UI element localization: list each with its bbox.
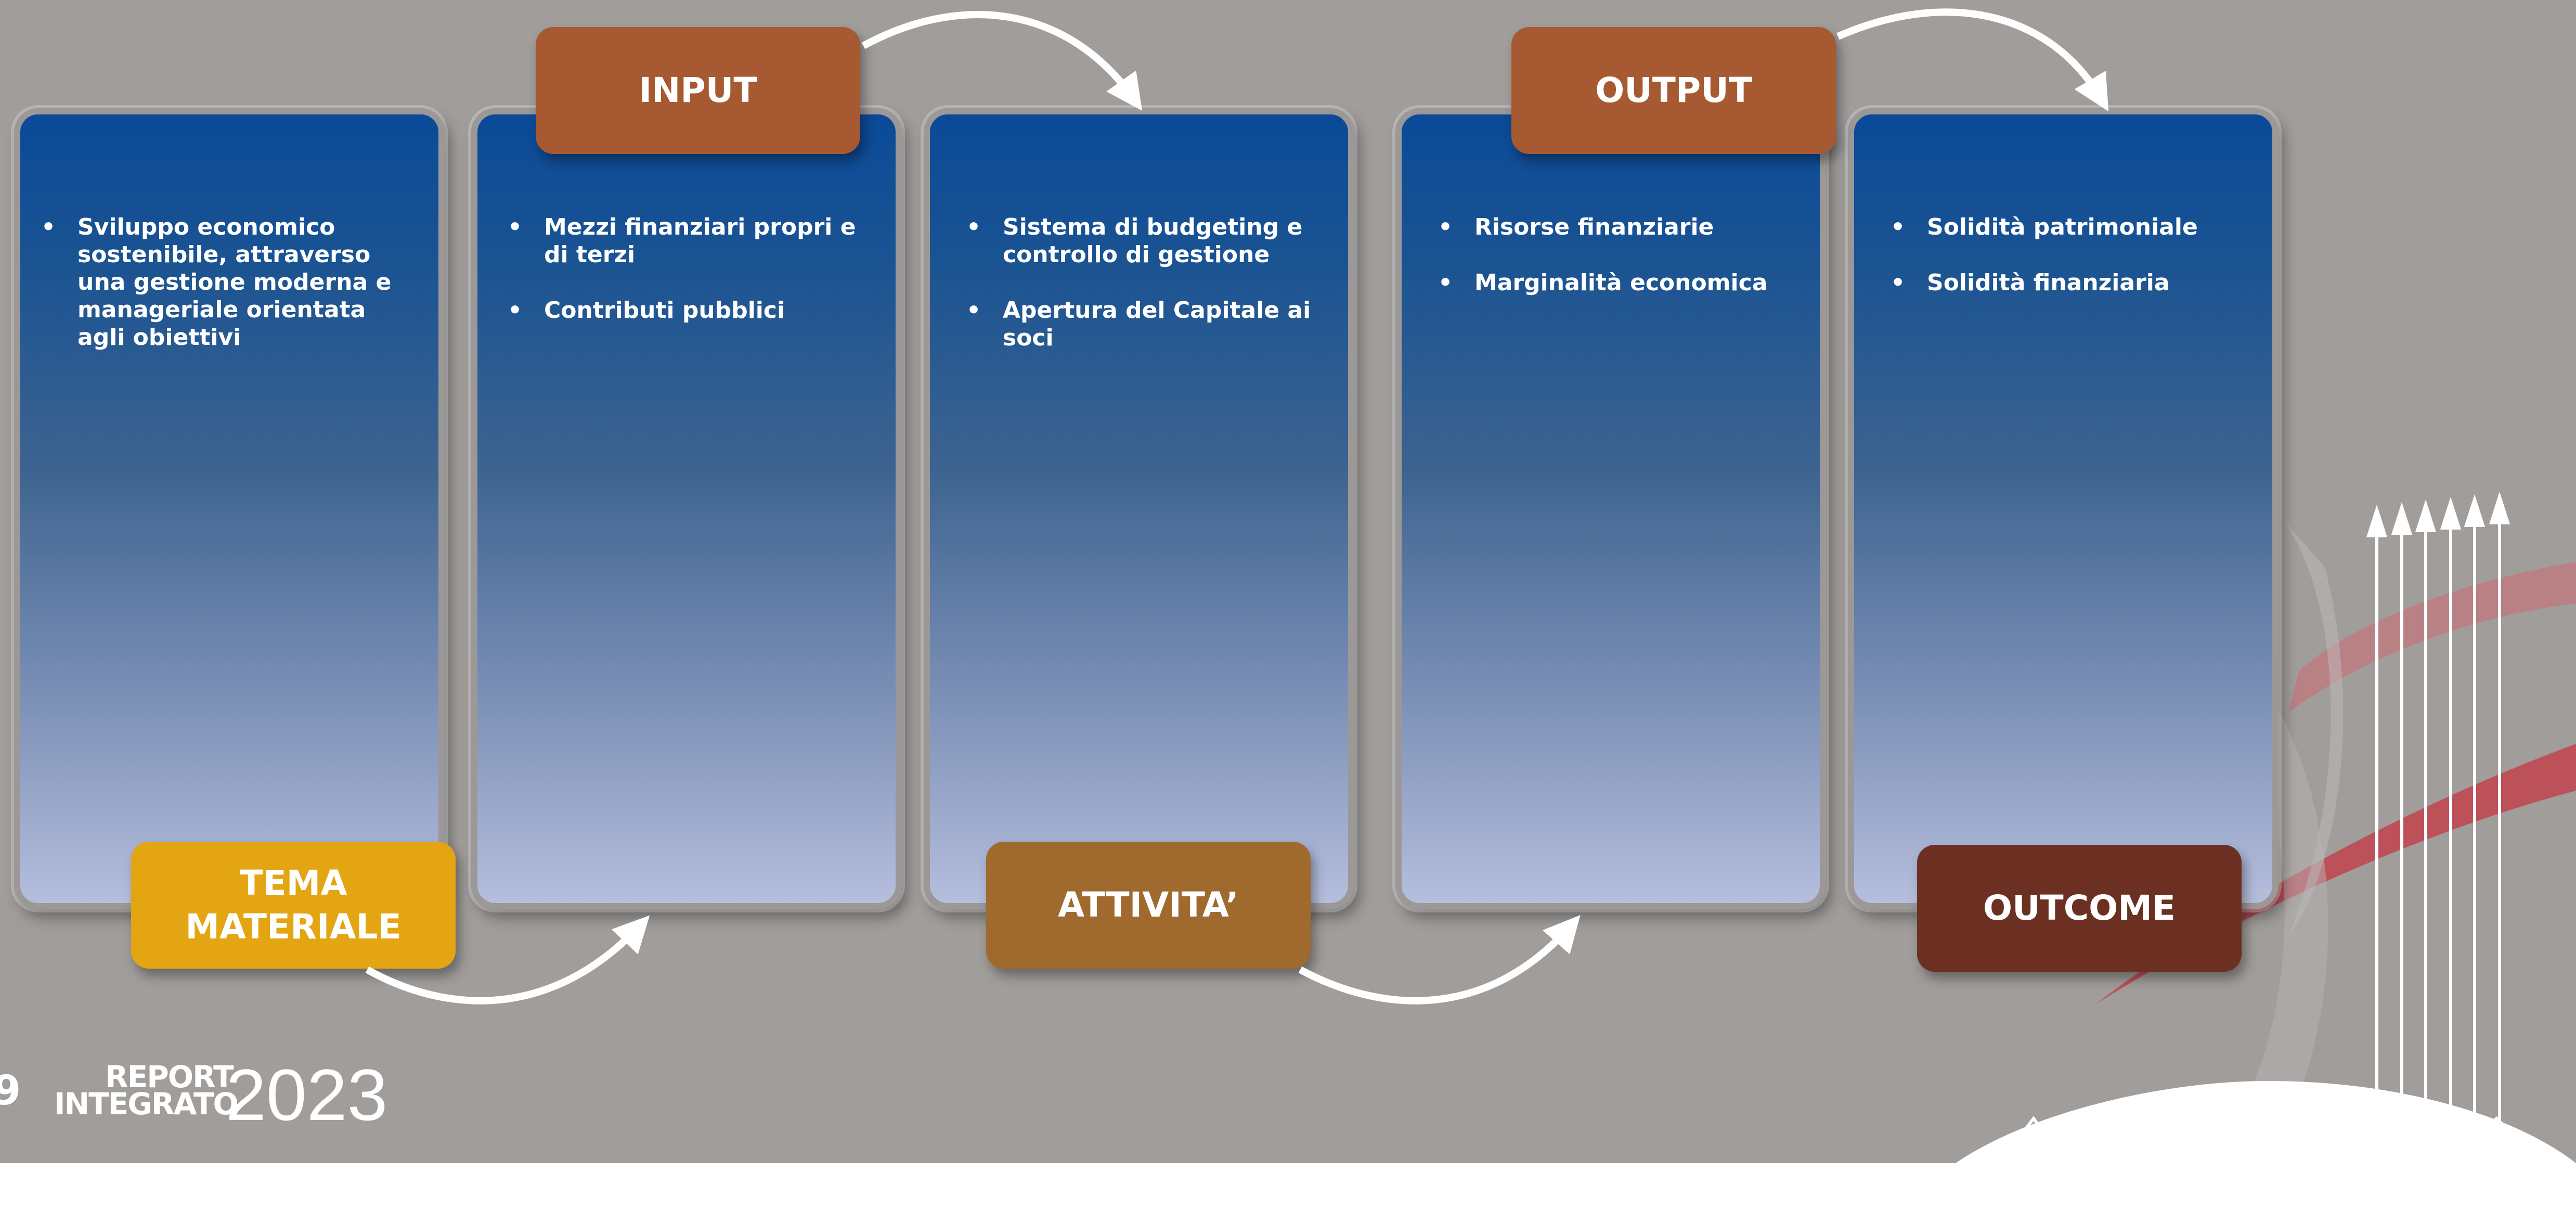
column-outcome: Solidità patrimoniale Solidità finanziar… [1848, 108, 2279, 909]
list-item: Solidità finanziaria [1891, 269, 2251, 297]
list-item: Marginalità economica [1438, 269, 1799, 297]
curved-arrow-icon [365, 915, 650, 1005]
logo-integrato-text: INTEGRATO [54, 1086, 239, 1122]
list-item: Sviluppo economico sostenibile, attraver… [41, 213, 418, 351]
input-tag: INPUT [536, 27, 860, 154]
column-tema-list: Sviluppo economico sostenibile, attraver… [41, 213, 418, 379]
curved-arrow-icon [861, 11, 1143, 111]
list-item: Contributi pubblici [508, 297, 875, 324]
list-item: Solidità patrimoniale [1891, 213, 2251, 241]
column-output: Risorse finanziarie Marginalità economic… [1395, 108, 1826, 909]
column-input-list: Mezzi finanziari propri e di terzi Contr… [508, 213, 875, 352]
outcome-tag-label: OUTCOME [1983, 888, 2176, 928]
tema-materiale-tag: TEMA MATERIALE [131, 842, 456, 969]
input-tag-label: INPUT [639, 70, 757, 110]
column-attivita-list: Sistema di budgeting e controllo di gest… [966, 213, 1327, 380]
column-attivita: Sistema di budgeting e controllo di gest… [924, 108, 1354, 909]
column-tema-materiale: Sviluppo economico sostenibile, attraver… [14, 108, 445, 909]
tema-tag-line2: MATERIALE [185, 907, 402, 947]
curved-arrow-icon [1298, 915, 1581, 1005]
logo-year-text: 2023 [226, 1054, 388, 1136]
logo-report-text: REPORT [105, 1059, 234, 1095]
list-item: Sistema di budgeting e controllo di gest… [966, 213, 1327, 268]
column-outcome-list: Solidità patrimoniale Solidità finanziar… [1891, 213, 2251, 325]
attivita-tag: ATTIVITA’ [986, 842, 1311, 969]
building-arrows-icon [2016, 492, 2519, 1223]
output-tag-label: OUTPUT [1595, 70, 1752, 110]
column-output-list: Risorse finanziarie Marginalità economic… [1438, 213, 1799, 325]
outcome-tag: OUTCOME [1917, 845, 2242, 972]
list-item: Mezzi finanziari propri e di terzi [508, 213, 875, 268]
curved-arrow-icon [1836, 8, 2109, 112]
page-number: 9 [0, 1067, 21, 1114]
tema-tag-line1: TEMA [239, 863, 347, 903]
output-tag: OUTPUT [1511, 27, 1836, 154]
list-item: Apertura del Capitale ai soci [966, 297, 1327, 352]
list-item: Risorse finanziarie [1438, 213, 1799, 241]
attivita-tag-label: ATTIVITA’ [1058, 885, 1239, 925]
